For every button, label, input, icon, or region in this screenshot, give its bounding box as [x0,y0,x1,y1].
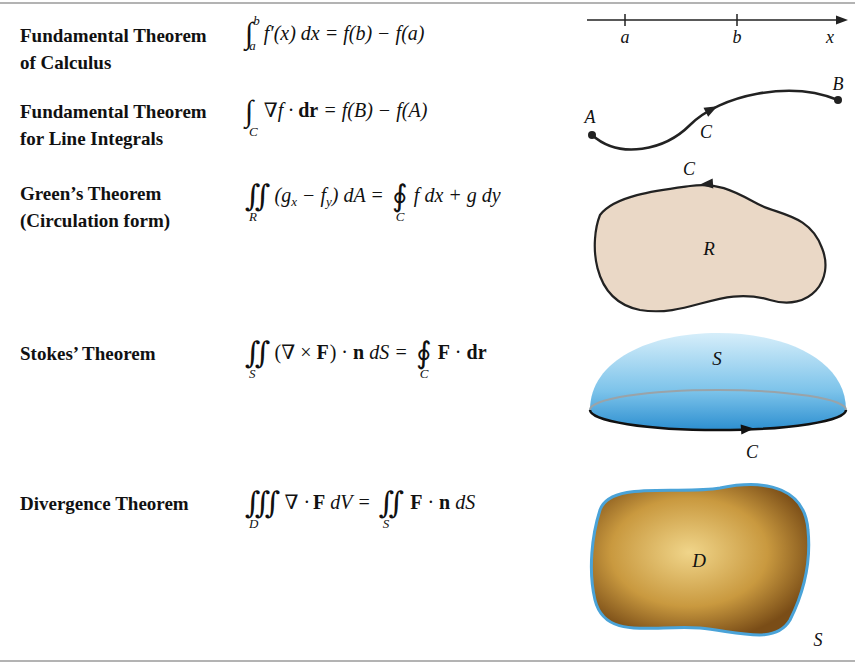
integral-group: ∬R [245,181,271,223]
equation: ∫ba f′(x) dx = f(b) − f(a) [245,3,424,63]
shape-outline [586,328,848,436]
equation: ∭D∇ ·FdV =∬SF·ndS [245,472,475,532]
figure-label: A [585,107,596,128]
equation-term: ∇ · [284,490,310,514]
figure-label-text: b [733,27,742,47]
equation-term: ) dA = [332,184,384,207]
subscript: y [326,194,332,210]
region-subscript: D [249,517,258,530]
equation-term: F [438,341,450,364]
figure-label-text: A [585,107,596,127]
integral-sign: ∮ [416,338,432,368]
integral-group: ∬S [379,488,405,530]
equation: ∫C∇f ·dr= f(B) − f(A) [245,80,427,140]
figure-label-text: C [683,159,695,179]
region-subscript: C [420,367,429,380]
figure-label: C [746,442,758,463]
equation-term: dr [298,99,318,122]
figure-label-text: x [826,27,834,47]
equation-term: n [439,491,450,514]
equation-term: ) · [330,341,348,364]
integral-sign: ∮ [392,181,408,211]
equation-term: − f [302,184,326,207]
region-subscript: C [396,210,405,223]
equation-term: ∇f · [264,98,294,122]
end-point [834,96,842,104]
figure-label-text: S [814,630,823,650]
integral-sign: ∬ [245,181,271,211]
integral-group: ∮C [416,338,432,380]
equation-term: F [316,341,328,364]
direction-arrow [703,102,719,117]
region-label: S [712,348,722,370]
figure-label: S [814,630,823,651]
integral-sign: ∭ [245,488,280,518]
figure-label: x [826,27,834,48]
theorem-name: Green’s Theorem (Circulation form) [20,180,220,234]
integral-sign: ∫ [245,96,253,126]
equation-term: f′(x) dx = f(b) − f(a) [264,22,425,45]
equation-term: dS [455,491,475,514]
theorem-name: Fundamental Theorem of Calculus [20,22,220,76]
equation-term: · [427,491,434,514]
figure-label: C [700,122,712,143]
equation-term: dS = [369,341,408,364]
equation-term: F [313,491,325,514]
region-shape: R [586,178,832,320]
subscript: x [291,194,297,210]
title-block: Divergence Theorem [20,490,220,517]
equation-term: dr [467,341,487,364]
figure-label-text: B [833,74,844,94]
equation-term: (g [275,184,292,207]
integral-sign: ∬ [245,338,271,368]
figure-label: a [621,27,630,48]
title-block: Stokes’ Theorem [20,340,220,367]
tick-mark [736,14,738,26]
figure-label-text: C [746,442,758,462]
equation: ∬R(gx− fy) dA =∮Cf dx + g dy [245,165,501,225]
equation-term: f dx + g dy [414,184,501,207]
theorem-name: Stokes’ Theorem [20,340,220,367]
equation-term: F [410,491,422,514]
figure-label: b [733,27,742,48]
integral-group: ∭D [245,488,280,530]
surface-shape: S [586,328,848,436]
figure-label: C [683,159,695,180]
region-subscript: C [249,125,258,138]
rule-line [0,2,855,4]
equation-term: dV = [330,491,370,514]
region-subscript: S [383,517,390,530]
integral-sign: ∬ [379,488,405,518]
lower-limit: a [249,39,260,52]
axis-arrow [836,16,848,25]
path-curve [592,91,838,150]
figure-label: B [833,74,844,95]
equation: ∬S(∇ ×F) ·ndS =∮CF·dr [245,322,487,382]
solid-shape: D [586,480,812,642]
equation-term: n [353,341,364,364]
region-subscript: S [249,367,256,380]
title-block: Fundamental Theorem for Line Integrals [20,98,220,152]
integral-group: ∫C [245,96,258,138]
equation-term: (∇ × [275,340,312,364]
tick-mark [624,14,626,26]
rule-line [0,660,855,662]
integral-group: ∬S [245,338,271,380]
equation-term: · [455,341,462,364]
integral-group: ∫ba [245,14,260,52]
theorem-name: Fundamental Theorem for Line Integrals [20,98,220,152]
upper-limit: b [253,14,260,27]
region-label: R [703,238,715,260]
title-block: Green’s Theorem (Circulation form) [20,180,220,234]
end-point [588,131,596,139]
equation-term: = f(B) − f(A) [323,99,427,122]
figure-label-text: C [700,122,712,142]
theorem-name: Divergence Theorem [20,490,220,517]
figure-label-text: a [621,27,630,47]
title-block: Fundamental Theorem of Calculus [20,22,220,76]
region-label: D [692,550,706,572]
region-subscript: R [249,210,257,223]
integral-group: ∮C [392,181,408,223]
